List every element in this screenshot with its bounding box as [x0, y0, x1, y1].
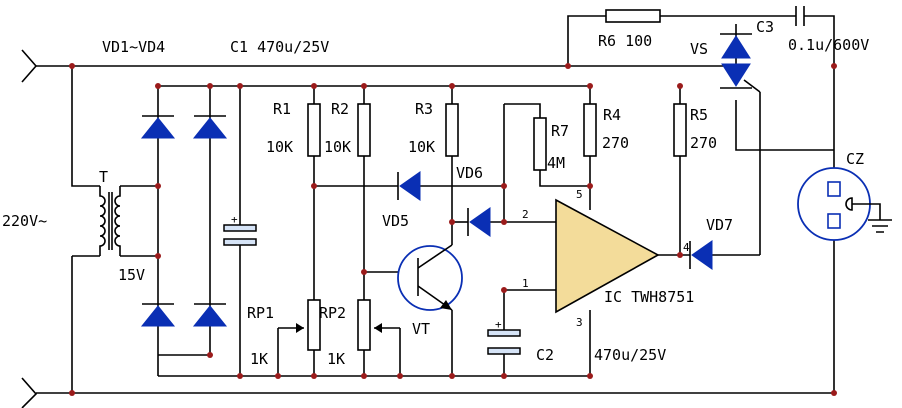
diode-vd4 — [192, 305, 228, 327]
transformer-t — [99, 186, 121, 256]
label-r6: R6 100 — [598, 32, 652, 50]
label-ic: IC TWH8751 — [604, 288, 694, 306]
label-bridge: VD1~VD4 — [102, 38, 165, 56]
socket-cz — [797, 167, 892, 241]
component-labels: VD1~VD4 C1 470u/25V R6 100 C3 0.1u/600V … — [2, 18, 869, 368]
label-r3: R3 — [415, 100, 433, 118]
label-vs: VS — [690, 40, 708, 58]
resistor-r4 — [583, 103, 597, 157]
label-vd5: VD5 — [382, 212, 409, 230]
label-pin1: 1 — [522, 277, 529, 290]
label-vt: VT — [412, 320, 430, 338]
label-r2-value: 10K — [324, 138, 351, 156]
label-r1: R1 — [273, 100, 291, 118]
label-c2: C2 — [536, 346, 554, 364]
label-r5: R5 — [690, 106, 708, 124]
resistor-r1 — [307, 103, 321, 157]
capacitor-c1 — [223, 224, 257, 232]
junction-nodes — [69, 63, 837, 396]
svg-text:+: + — [495, 318, 502, 331]
label-pin2: 2 — [522, 208, 529, 221]
resistor-r2 — [357, 103, 371, 157]
resistor-r5 — [673, 103, 687, 157]
label-r7-value: 4M — [547, 154, 565, 172]
ic-twh8751 — [555, 198, 660, 314]
label-secondary: 15V — [118, 266, 145, 284]
label-mains: 220V~ — [2, 212, 47, 230]
label-rp1-value: 1K — [250, 350, 268, 368]
diode-vd7 — [691, 240, 713, 270]
label-rp1: RP1 — [247, 304, 274, 322]
diode-vd5 — [399, 171, 421, 201]
resistors — [278, 9, 687, 351]
diode-vd2 — [192, 117, 228, 139]
diode-vd6 — [469, 207, 491, 237]
capacitor-c2 — [487, 329, 521, 337]
label-r4-value: 270 — [602, 134, 629, 152]
label-c1: C1 470u/25V — [230, 38, 329, 56]
label-c2-value: 470u/25V — [594, 346, 666, 364]
label-r7: R7 — [551, 122, 569, 140]
resistor-r7 — [533, 117, 547, 171]
label-rp2: RP2 — [319, 304, 346, 322]
resistor-r3 — [445, 103, 459, 157]
label-rp2-value: 1K — [327, 350, 345, 368]
wires — [21, 15, 835, 408]
resistor-r6 — [605, 9, 661, 23]
label-vd7: VD7 — [706, 216, 733, 234]
label-c3: C3 — [756, 18, 774, 36]
transistor-vt — [397, 244, 463, 311]
label-r5-value: 270 — [690, 134, 717, 152]
label-t: T — [99, 168, 108, 186]
label-r4: R4 — [603, 106, 621, 124]
potentiometer-rp2 — [357, 299, 371, 351]
label-pin5: 5 — [576, 188, 583, 201]
label-vd6: VD6 — [456, 164, 483, 182]
capacitors: + + — [223, 6, 805, 355]
svg-text:+: + — [231, 213, 238, 226]
diode-vd3 — [140, 305, 176, 327]
label-r2: R2 — [331, 100, 349, 118]
label-r1-value: 10K — [266, 138, 293, 156]
label-pin4: 4 — [683, 241, 690, 254]
label-pin3: 3 — [576, 316, 583, 329]
label-c3-value: 0.1u/600V — [788, 36, 869, 54]
potentiometer-rp1 — [307, 299, 321, 351]
label-r3-value: 10K — [408, 138, 435, 156]
triac-vs — [720, 33, 761, 93]
diodes — [140, 33, 761, 327]
label-cz: CZ — [846, 150, 864, 168]
diode-vd1 — [140, 117, 176, 139]
